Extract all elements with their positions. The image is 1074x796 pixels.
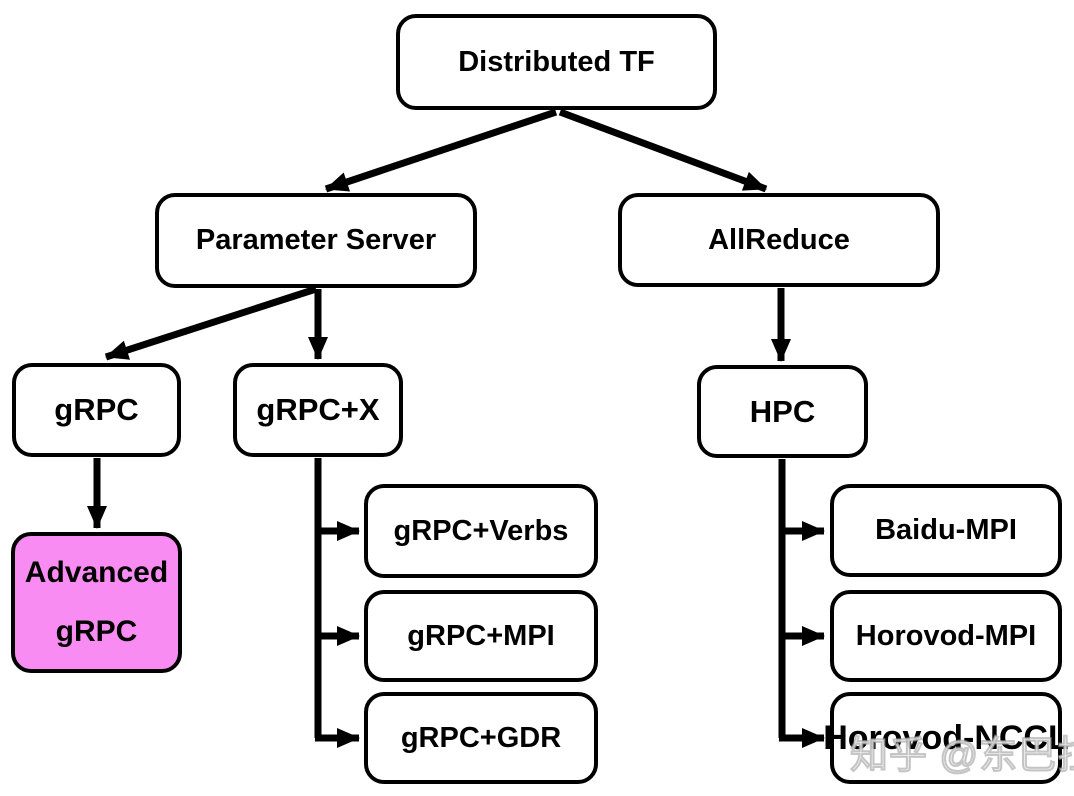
node-grpc-verbs: gRPC+Verbs — [364, 484, 598, 578]
node-hpc: HPC — [697, 365, 868, 458]
edge-ps-grpc — [104, 285, 318, 361]
node-baidu-mpi: Baidu-MPI — [830, 484, 1062, 577]
node-parameter-server: Parameter Server — [155, 193, 477, 288]
node-grpc-mpi: gRPC+MPI — [364, 590, 598, 682]
node-horovod-mpi: Horovod-MPI — [830, 590, 1062, 682]
node-grpc-gdr: gRPC+GDR — [364, 692, 598, 784]
edge-dtf-parameter-server — [324, 108, 558, 193]
edge-dtf-allreduce — [558, 108, 768, 193]
node-horovod-nccl: Horovod-NCCL — [823, 692, 1069, 784]
node-distributed-tf: Distributed TF — [396, 14, 717, 110]
node-grpc-x: gRPC+X — [233, 363, 403, 457]
node-allreduce: AllReduce — [618, 193, 940, 287]
node-grpc: gRPC — [12, 363, 181, 457]
node-advanced-grpc: Advanced gRPC — [11, 532, 182, 673]
